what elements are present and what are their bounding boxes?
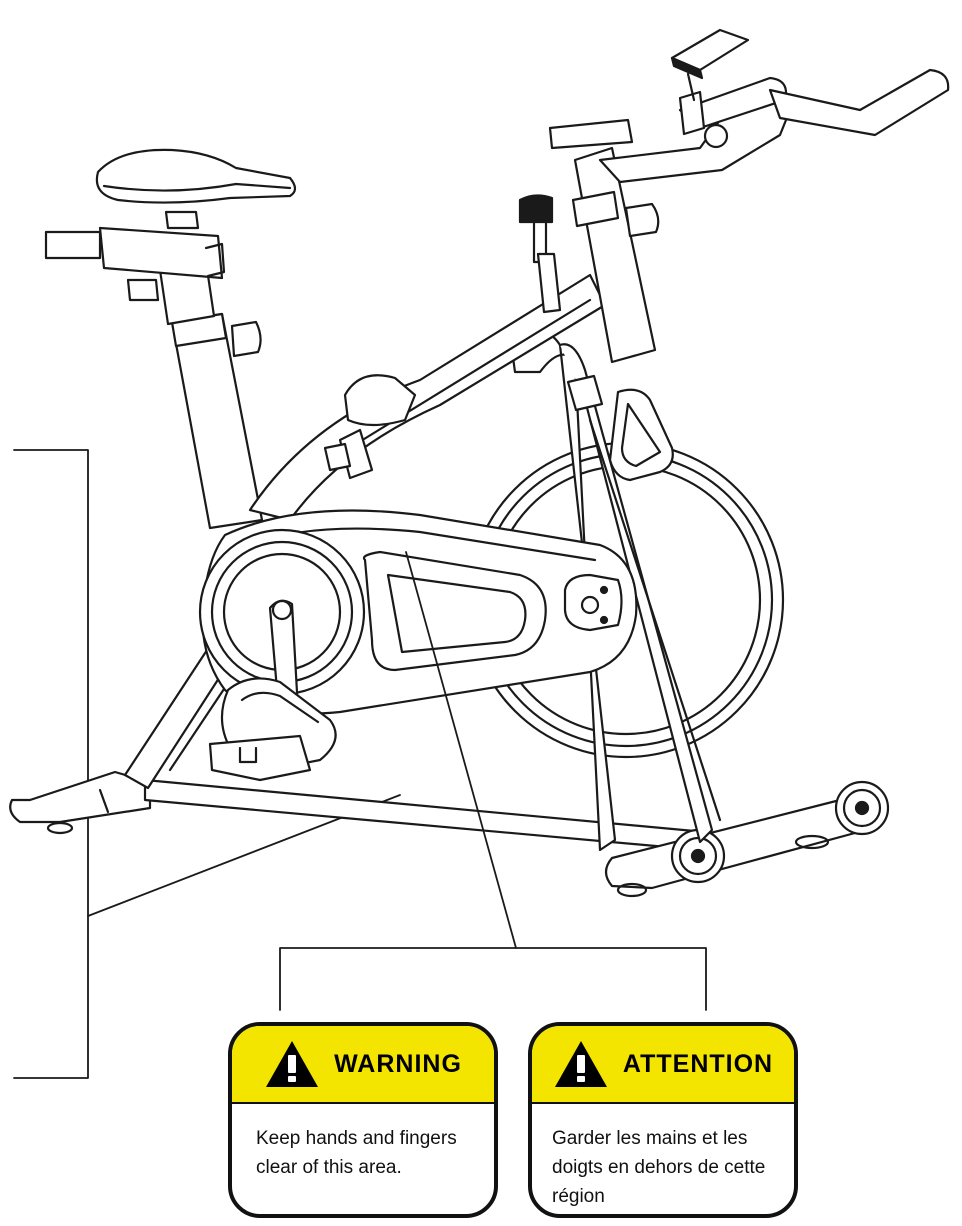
far-side-pedal — [323, 374, 417, 480]
handlebars — [548, 68, 950, 184]
warning-title: WARNING — [334, 1049, 462, 1078]
rear-stabilizer — [9, 770, 152, 835]
handlebar-knob — [624, 202, 660, 238]
base-rail — [143, 778, 707, 852]
brake-lever — [566, 374, 674, 482]
saddle — [95, 148, 297, 230]
crank-pedal — [208, 599, 337, 782]
attention-label-header: ATTENTION — [532, 1026, 794, 1104]
warning-label-header: WARNING — [232, 1026, 494, 1104]
attention-title: ATTENTION — [622, 1049, 774, 1078]
seat-height-knob — [230, 320, 262, 358]
exclamation-triangle-icon — [266, 1041, 319, 1087]
seat-post-tube — [158, 260, 264, 530]
front-stabilizer — [604, 798, 868, 898]
console-monitor — [670, 28, 750, 102]
warning-label: WARNING Keep hands and fingers clear of … — [228, 1022, 498, 1218]
attention-text: Garder les mains et les doigts en dehors… — [552, 1128, 766, 1207]
label-pointer — [279, 551, 707, 1011]
warning-text: Keep hands and fingers clear of this are… — [256, 1128, 457, 1178]
resistance-knob — [518, 194, 562, 314]
exclamation-triangle-icon — [554, 1041, 607, 1087]
handlebar-post — [571, 146, 657, 364]
seat-slider — [44, 226, 226, 302]
attention-label: ATTENTION Garder les mains et les doigts… — [528, 1022, 798, 1218]
